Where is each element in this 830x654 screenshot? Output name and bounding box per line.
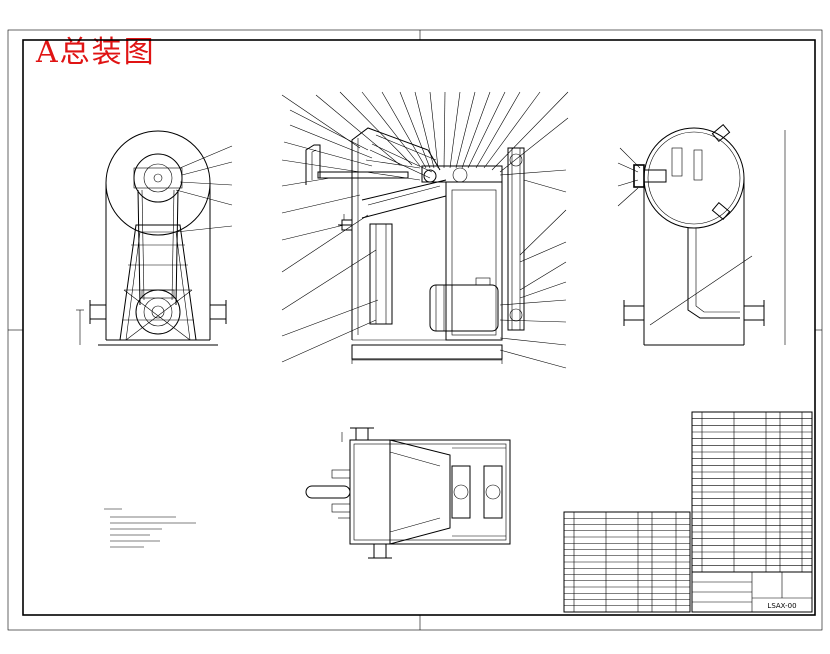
top-view xyxy=(305,427,511,559)
motor-icon xyxy=(429,277,499,332)
parts-list-left xyxy=(563,511,691,613)
drawing-title: A总装图 xyxy=(36,35,156,70)
motor-icon xyxy=(135,289,181,335)
side-view xyxy=(617,123,786,346)
drawing-code: LSAX-00 xyxy=(767,602,796,610)
inner-frame xyxy=(22,39,816,616)
pulley-icon xyxy=(133,153,183,203)
end-view xyxy=(76,130,233,346)
technical-notes xyxy=(104,508,196,548)
centring-marks xyxy=(8,30,822,630)
title-block: LSAX-00 xyxy=(691,571,813,613)
section-view xyxy=(281,91,569,369)
parts-list-right xyxy=(691,411,813,573)
valve-icon xyxy=(338,214,353,231)
